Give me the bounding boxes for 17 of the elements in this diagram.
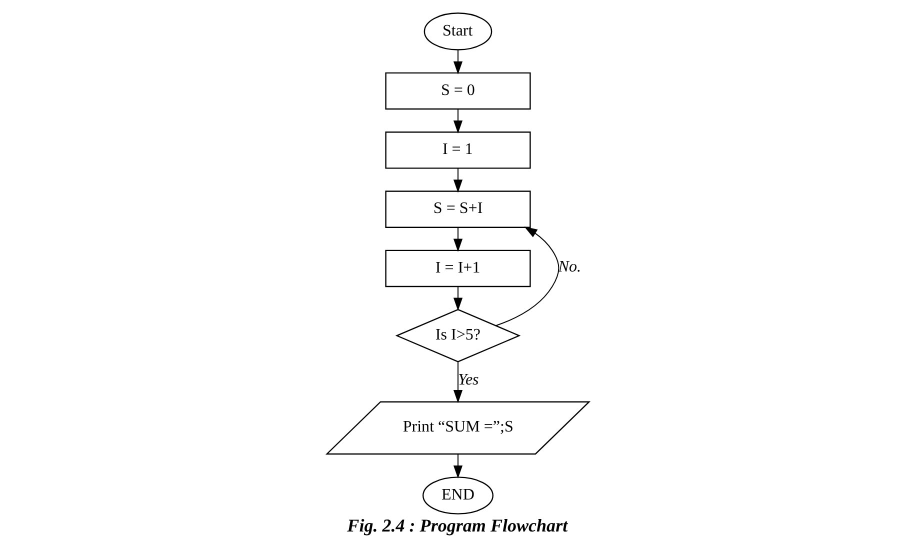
- edge-label: Yes: [458, 372, 479, 389]
- arrow: [453, 227, 463, 252]
- arrow: [453, 168, 463, 193]
- node-ellipse: Start: [424, 12, 492, 50]
- node-box: S = 0: [385, 72, 531, 110]
- caption: Fig. 2.4 : Program Flowchart: [347, 515, 568, 536]
- arrow: [453, 454, 463, 479]
- node-ellipse: END: [422, 476, 494, 514]
- node-box: S = S+I: [385, 190, 531, 228]
- arrow: [496, 226, 560, 326]
- node-diamond: Is I>5?: [395, 308, 521, 362]
- arrow: [453, 50, 463, 74]
- arrow: [453, 362, 463, 404]
- node-box: I = 1: [385, 132, 531, 169]
- arrow: [453, 286, 463, 311]
- arrow: [453, 109, 463, 134]
- node-box: I = I+1: [385, 250, 531, 288]
